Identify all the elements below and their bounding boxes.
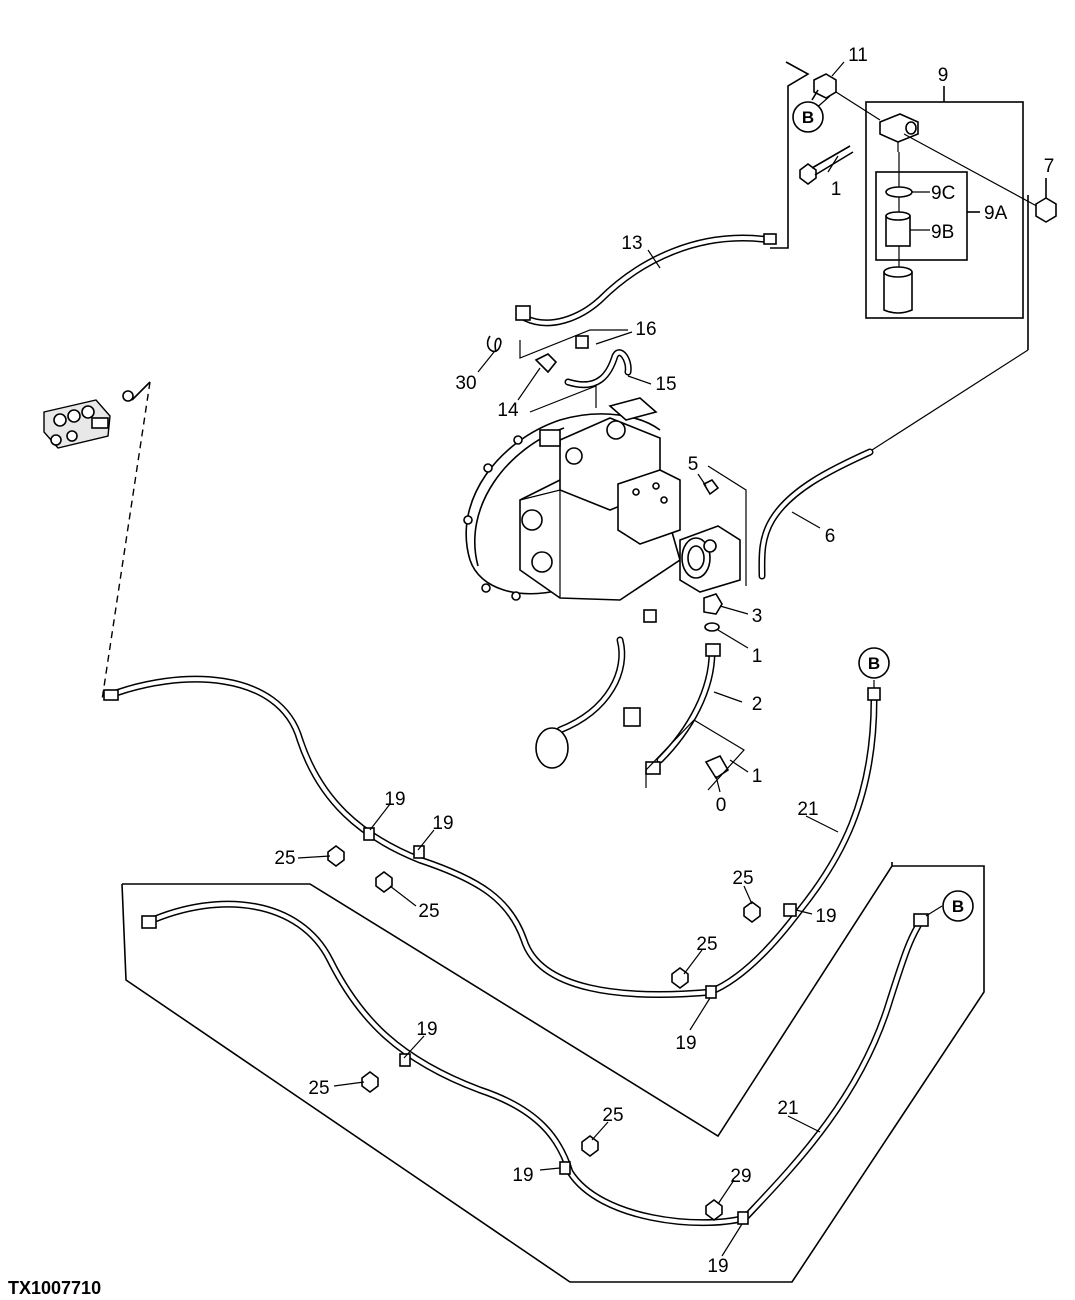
fitting-14 xyxy=(534,353,558,374)
callout-29: 29 xyxy=(730,1166,751,1187)
callout-19-c: 19 xyxy=(815,906,836,927)
circle-label-text: B xyxy=(802,108,814,127)
callout-2: 2 xyxy=(752,694,763,715)
valve-bank xyxy=(43,390,134,449)
fitting-5 xyxy=(702,478,720,496)
circle-label-text: B xyxy=(868,654,880,673)
clamp-19c xyxy=(783,903,797,917)
callout-25-a: 25 xyxy=(274,848,295,869)
callout-25-c: 25 xyxy=(732,868,753,889)
bolt-25b xyxy=(375,871,393,893)
callout-25-d: 25 xyxy=(696,934,717,955)
clamp-19d xyxy=(705,985,717,999)
bolt-25e xyxy=(361,1071,379,1093)
alt-config-outline xyxy=(122,862,893,1138)
fitting-3 xyxy=(703,593,723,615)
callout-13: 13 xyxy=(621,233,642,254)
callout-6: 6 xyxy=(825,526,836,547)
callout-19-g: 19 xyxy=(707,1256,728,1277)
leader-lines xyxy=(297,61,943,1257)
callout-9c: 9C xyxy=(931,183,955,204)
o-ring-1 xyxy=(704,622,720,632)
bracket-line-top xyxy=(770,61,810,249)
hose-13 xyxy=(521,234,774,327)
callout-16: 16 xyxy=(635,319,656,340)
clamp-19a xyxy=(363,827,375,841)
clamp-19g xyxy=(737,1211,749,1225)
callout-14: 14 xyxy=(497,400,519,421)
callout-1-mid: 1 xyxy=(752,646,763,667)
callout-19-f: 19 xyxy=(512,1165,533,1186)
callout-5: 5 xyxy=(688,454,699,475)
hose-2 xyxy=(656,648,716,764)
clamp-19f xyxy=(559,1161,571,1175)
callout-21-upper: 21 xyxy=(797,799,818,820)
callout-19-e: 19 xyxy=(416,1019,437,1040)
callout-7: 7 xyxy=(1044,156,1055,177)
dashed-leader xyxy=(101,381,151,701)
circle-label-b-bottom: B xyxy=(942,890,974,922)
circle-label-b-top: B xyxy=(792,101,824,133)
bolt-25d xyxy=(671,967,689,989)
callout-25-e: 25 xyxy=(308,1078,329,1099)
bolt-25a xyxy=(327,845,345,867)
callout-3: 3 xyxy=(752,606,763,627)
return-hose xyxy=(104,675,716,998)
clamp-30 xyxy=(486,335,502,353)
fitting-11 xyxy=(811,73,837,101)
callout-19-a: 19 xyxy=(384,789,405,810)
o-ring-9c xyxy=(885,186,913,198)
callout-9: 9 xyxy=(938,65,949,86)
callout-1-top: 1 xyxy=(831,179,842,200)
filter-element-box xyxy=(875,171,968,261)
filter-head xyxy=(879,113,919,143)
callout-25-b: 25 xyxy=(418,901,439,922)
callouts: 11 9 7 1 9C 9A 9B 13 16 30 15 14 5 6 3 1… xyxy=(274,45,1054,1277)
clamp-19e xyxy=(399,1053,411,1067)
filter-canister xyxy=(883,272,913,314)
filter-assembly xyxy=(835,86,1045,350)
callout-30: 30 xyxy=(455,373,476,394)
bolt-25f xyxy=(581,1135,599,1157)
callout-21-lower: 21 xyxy=(777,1098,798,1119)
circle-label-b-mid: B xyxy=(858,647,890,679)
bolt-29 xyxy=(705,1199,723,1221)
callout-1-low: 1 xyxy=(752,766,763,787)
callout-19-b: 19 xyxy=(432,813,453,834)
elbow-0 xyxy=(704,754,730,780)
circle-label-text: B xyxy=(952,897,964,916)
callout-25-f: 25 xyxy=(602,1105,623,1126)
figure-id: TX1007710 xyxy=(8,1278,101,1298)
callout-9b: 9B xyxy=(931,222,954,243)
filter-element-9b xyxy=(885,215,911,247)
hydraulic-pump xyxy=(463,397,741,623)
callout-9a: 9A xyxy=(984,203,1008,224)
fitting-7 xyxy=(1035,178,1057,223)
bolt-1-top xyxy=(799,145,854,185)
fitting-16 xyxy=(575,335,589,349)
bolt-25c xyxy=(743,901,761,923)
callout-11: 11 xyxy=(848,45,868,66)
clamp-19b xyxy=(413,845,425,859)
callout-19-d: 19 xyxy=(675,1033,696,1054)
callout-15: 15 xyxy=(655,374,676,395)
callout-0: 0 xyxy=(716,795,727,816)
